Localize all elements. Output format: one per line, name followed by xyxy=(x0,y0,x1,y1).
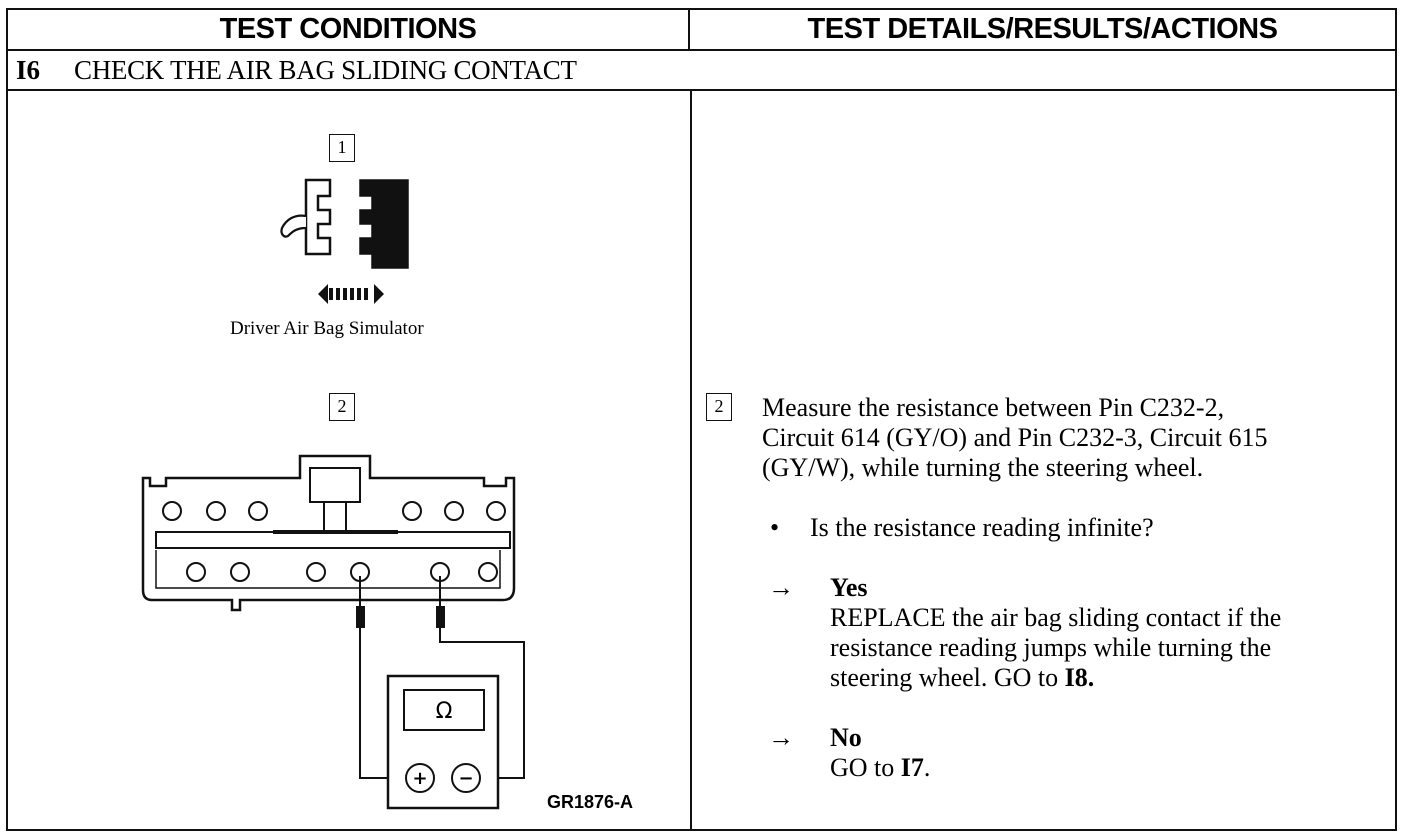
instruction-line-1: Measure the resistance between Pin C232-… xyxy=(762,393,1225,422)
no-action-line: GO to I7. xyxy=(830,753,930,783)
meter-ohm-symbol: Ω xyxy=(436,699,453,724)
title-divider xyxy=(8,89,1395,91)
figure-code: GR1876-A xyxy=(547,792,634,812)
instruction-line-2: Circuit 614 (GY/O) and Pin C232-3, Circu… xyxy=(762,423,1268,452)
yes-arrow-icon: → xyxy=(768,573,794,602)
air-bag-simulator-illustration xyxy=(280,178,409,304)
simulator-caption: Driver Air Bag Simulator xyxy=(230,318,424,339)
detail-step-box: 2 xyxy=(706,393,732,421)
yes-action-line-1: REPLACE the air bag sliding contact if t… xyxy=(830,603,1282,632)
step-number: I6 xyxy=(16,55,41,85)
question-text: Is the resistance reading infinite? xyxy=(810,513,1154,542)
figure-box-2: 2 xyxy=(329,393,355,421)
yes-action-text: steering wheel. GO to xyxy=(830,663,1065,692)
header-test-details: TEST DETAILS/RESULTS/ACTIONS xyxy=(807,13,1278,45)
header-test-conditions: TEST CONDITIONS xyxy=(8,10,690,49)
yes-goto-period: . xyxy=(1087,663,1095,692)
no-goto-ref: I7 xyxy=(900,753,924,782)
step-title: CHECK THE AIR BAG SLIDING CONTACT xyxy=(74,55,577,85)
no-action-text: GO to xyxy=(830,753,901,782)
yes-label: Yes xyxy=(830,573,868,602)
yes-action-line-2: resistance reading jumps while turning t… xyxy=(830,633,1272,662)
header-divider xyxy=(8,49,1395,51)
question-bullet: • xyxy=(770,513,780,542)
meter-minus-terminal: − xyxy=(458,768,473,789)
step-heading-row: I6 CHECK THE AIR BAG SLIDING CONTACT xyxy=(8,51,1395,89)
no-arrow-icon: → xyxy=(768,723,794,752)
test-table: TEST CONDITIONS TEST DETAILS/RESULTS/ACT… xyxy=(6,8,1397,831)
yes-action-line-3: steering wheel. GO to I8. xyxy=(830,663,1094,693)
meter-plus-terminal: + xyxy=(412,768,427,789)
connector-ohmmeter-illustration: Ω + − xyxy=(141,454,525,810)
figure-box-1: 1 xyxy=(329,134,355,162)
instruction-line-3: (GY/W), while turning the steering wheel… xyxy=(762,453,1204,482)
yes-goto-ref: I8 xyxy=(1064,663,1088,692)
column-divider xyxy=(690,90,692,831)
no-goto-period: . xyxy=(923,753,931,782)
no-label: No xyxy=(830,723,862,752)
